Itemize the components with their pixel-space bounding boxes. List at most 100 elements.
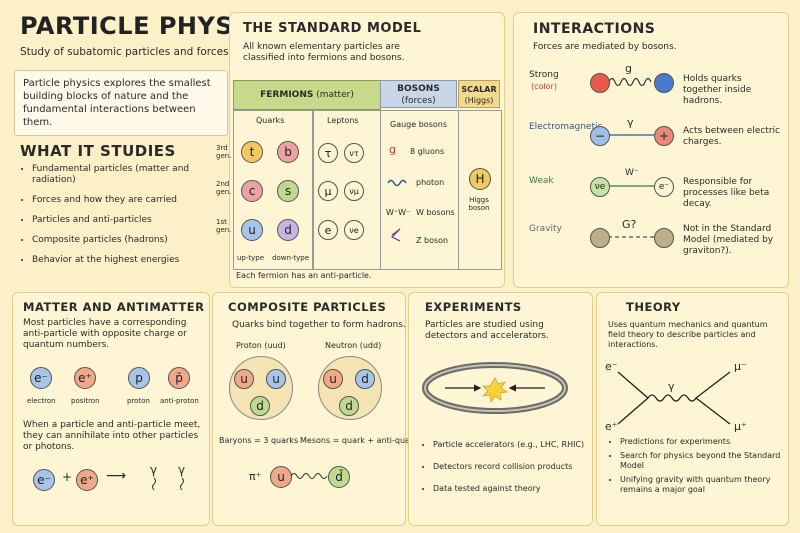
accelerator-ring-inner <box>424 364 566 412</box>
photon-label: photon <box>416 178 445 187</box>
list-item: Search for physics beyond the Standard M… <box>620 451 792 471</box>
proton-quark-3: d <box>250 396 270 416</box>
list-item: Behavior at the highest energies <box>32 255 232 266</box>
gravity-label: Gravity <box>529 224 562 234</box>
higgs-label: Higgs boson <box>468 196 490 212</box>
anti-proton-icon: p̄ <box>168 367 190 389</box>
pion-quark-1: u <box>270 466 292 488</box>
theory-panel <box>596 292 789 526</box>
baryons-label: Baryons = 3 quarks <box>219 436 299 445</box>
fermion-line-2 <box>617 397 649 425</box>
quarks-box <box>233 110 313 270</box>
quark-b: b <box>277 141 299 163</box>
strong-mediator: g <box>625 62 632 75</box>
quarks-label: Quarks <box>256 116 285 125</box>
theory-title: THEORY <box>626 300 681 314</box>
strong-left-ball <box>590 73 610 93</box>
strong-desc: Holds quarks together inside hadrons. <box>683 74 752 106</box>
standard-model-panel <box>229 12 505 288</box>
theory-e-minus: e⁻ <box>605 360 618 373</box>
eq-electron-icon: e⁻ <box>33 469 55 491</box>
list-item: Data tested against theory <box>433 484 598 494</box>
page-subtitle: Study of subatomic particles and forces <box>20 46 229 58</box>
composite-desc: Quarks bind together to form hadrons. <box>232 320 406 330</box>
strong-label: Strong <box>529 70 559 80</box>
weak-desc: Responsible for processes like beta deca… <box>683 177 770 209</box>
what-it-studies-title: WHAT IT STUDIES <box>20 142 176 160</box>
standard-model-title: THE STANDARD MODEL <box>243 21 422 36</box>
interactions-title: INTERACTIONS <box>533 21 656 37</box>
neutron-quark-2: d <box>355 369 375 389</box>
eq-positron-icon: e⁺ <box>76 469 98 491</box>
weak-left-ball: νe <box>590 177 610 197</box>
quark-c: c <box>241 180 263 202</box>
gauge-bosons-label: Gauge bosons <box>390 120 447 129</box>
lepton-nu-mu: νμ <box>344 181 364 201</box>
list-item: Fundamental particles (matter and radiat… <box>32 164 232 186</box>
gen1-label: 1st gen. <box>216 218 232 234</box>
proton-icon: p <box>128 367 150 389</box>
em-right-ball: + <box>654 126 674 146</box>
em-desc: Acts between electric charges. <box>683 126 781 147</box>
intro-box: Particle physics explores the smallest b… <box>14 70 228 136</box>
theory-list: Predictions for experiments Search for p… <box>608 437 792 504</box>
fermion-line-4 <box>695 397 731 425</box>
lepton-mu: μ <box>318 181 338 201</box>
gluons-label: 8 gluons <box>410 147 445 156</box>
eq-plus: + <box>62 470 73 484</box>
theory-desc: Uses quantum mechanics and quantum field… <box>608 320 768 349</box>
gen2-label: 2nd gen. <box>216 180 232 196</box>
scalar-box <box>458 110 502 270</box>
strong-sub: (color) <box>531 82 557 91</box>
neutron-quark-3: d <box>339 396 359 416</box>
quark-d: d <box>277 219 299 241</box>
photon-propagator <box>647 394 697 402</box>
list-item: Particle accelerators (e.g., LHC, RHIC) <box>433 440 598 450</box>
neutron-title: Neutron (udd) <box>325 341 382 350</box>
lepton-nu-e: νe <box>344 220 364 240</box>
neutron-quark-1: u <box>323 369 343 389</box>
matter-title: MATTER AND ANTIMATTER <box>23 300 205 314</box>
gluon-icon: g <box>389 143 396 156</box>
weak-label: Weak <box>529 176 554 186</box>
photon-wave-icon <box>387 179 407 187</box>
gamma-wave-1 <box>152 477 156 491</box>
fermions-header: FERMIONS (matter) <box>233 80 381 110</box>
em-mediator: γ <box>627 116 634 129</box>
list-item: Unifying gravity with quantum theory rem… <box>620 475 792 495</box>
leptons-label: Leptons <box>327 116 359 125</box>
lepton-nu-tau: ντ <box>344 143 364 163</box>
proton-quark-2: u <box>266 369 286 389</box>
scalar-header: SCALAR(Higgs) <box>458 80 500 108</box>
theory-mu-plus: μ⁺ <box>734 420 747 433</box>
standard-model-desc: All known elementary particles are class… <box>243 42 405 63</box>
list-item: Forces and how they are carried <box>32 195 232 206</box>
fermion-line-3 <box>695 371 731 399</box>
what-it-studies-list: Fundamental particles (matter and radiat… <box>20 164 232 275</box>
interactions-panel <box>513 12 789 288</box>
anti-particle-note: Each fermion has an anti-particle. <box>236 271 372 280</box>
positron-label: positron <box>71 397 100 405</box>
proton-title: Proton (uud) <box>236 341 286 350</box>
weak-right-ball: e⁻ <box>654 177 674 197</box>
proton-quark-1: u <box>234 369 254 389</box>
gravity-left-ball <box>590 228 610 248</box>
w-bosons-label: W bosons <box>416 208 455 217</box>
list-item: Particles and anti-particles <box>32 215 232 226</box>
electron-icon: e⁻ <box>30 367 52 389</box>
list-item: Composite particles (hadrons) <box>32 235 232 246</box>
quark-u: u <box>241 219 263 241</box>
theory-mu-minus: μ⁻ <box>734 360 747 373</box>
lepton-e: e <box>318 220 338 240</box>
anti-proton-label: anti-proton <box>160 397 199 405</box>
electron-label: electron <box>27 397 56 405</box>
gravity-mediator: G? <box>622 218 637 231</box>
bosons-header: BOSONS(forces) <box>380 80 457 108</box>
annihilation-text: When a particle and anti-particle meet, … <box>23 420 201 452</box>
collision-burst <box>481 377 509 404</box>
matter-desc: Most particles have a corresponding anti… <box>23 318 187 350</box>
gamma-2: γ <box>178 463 186 477</box>
